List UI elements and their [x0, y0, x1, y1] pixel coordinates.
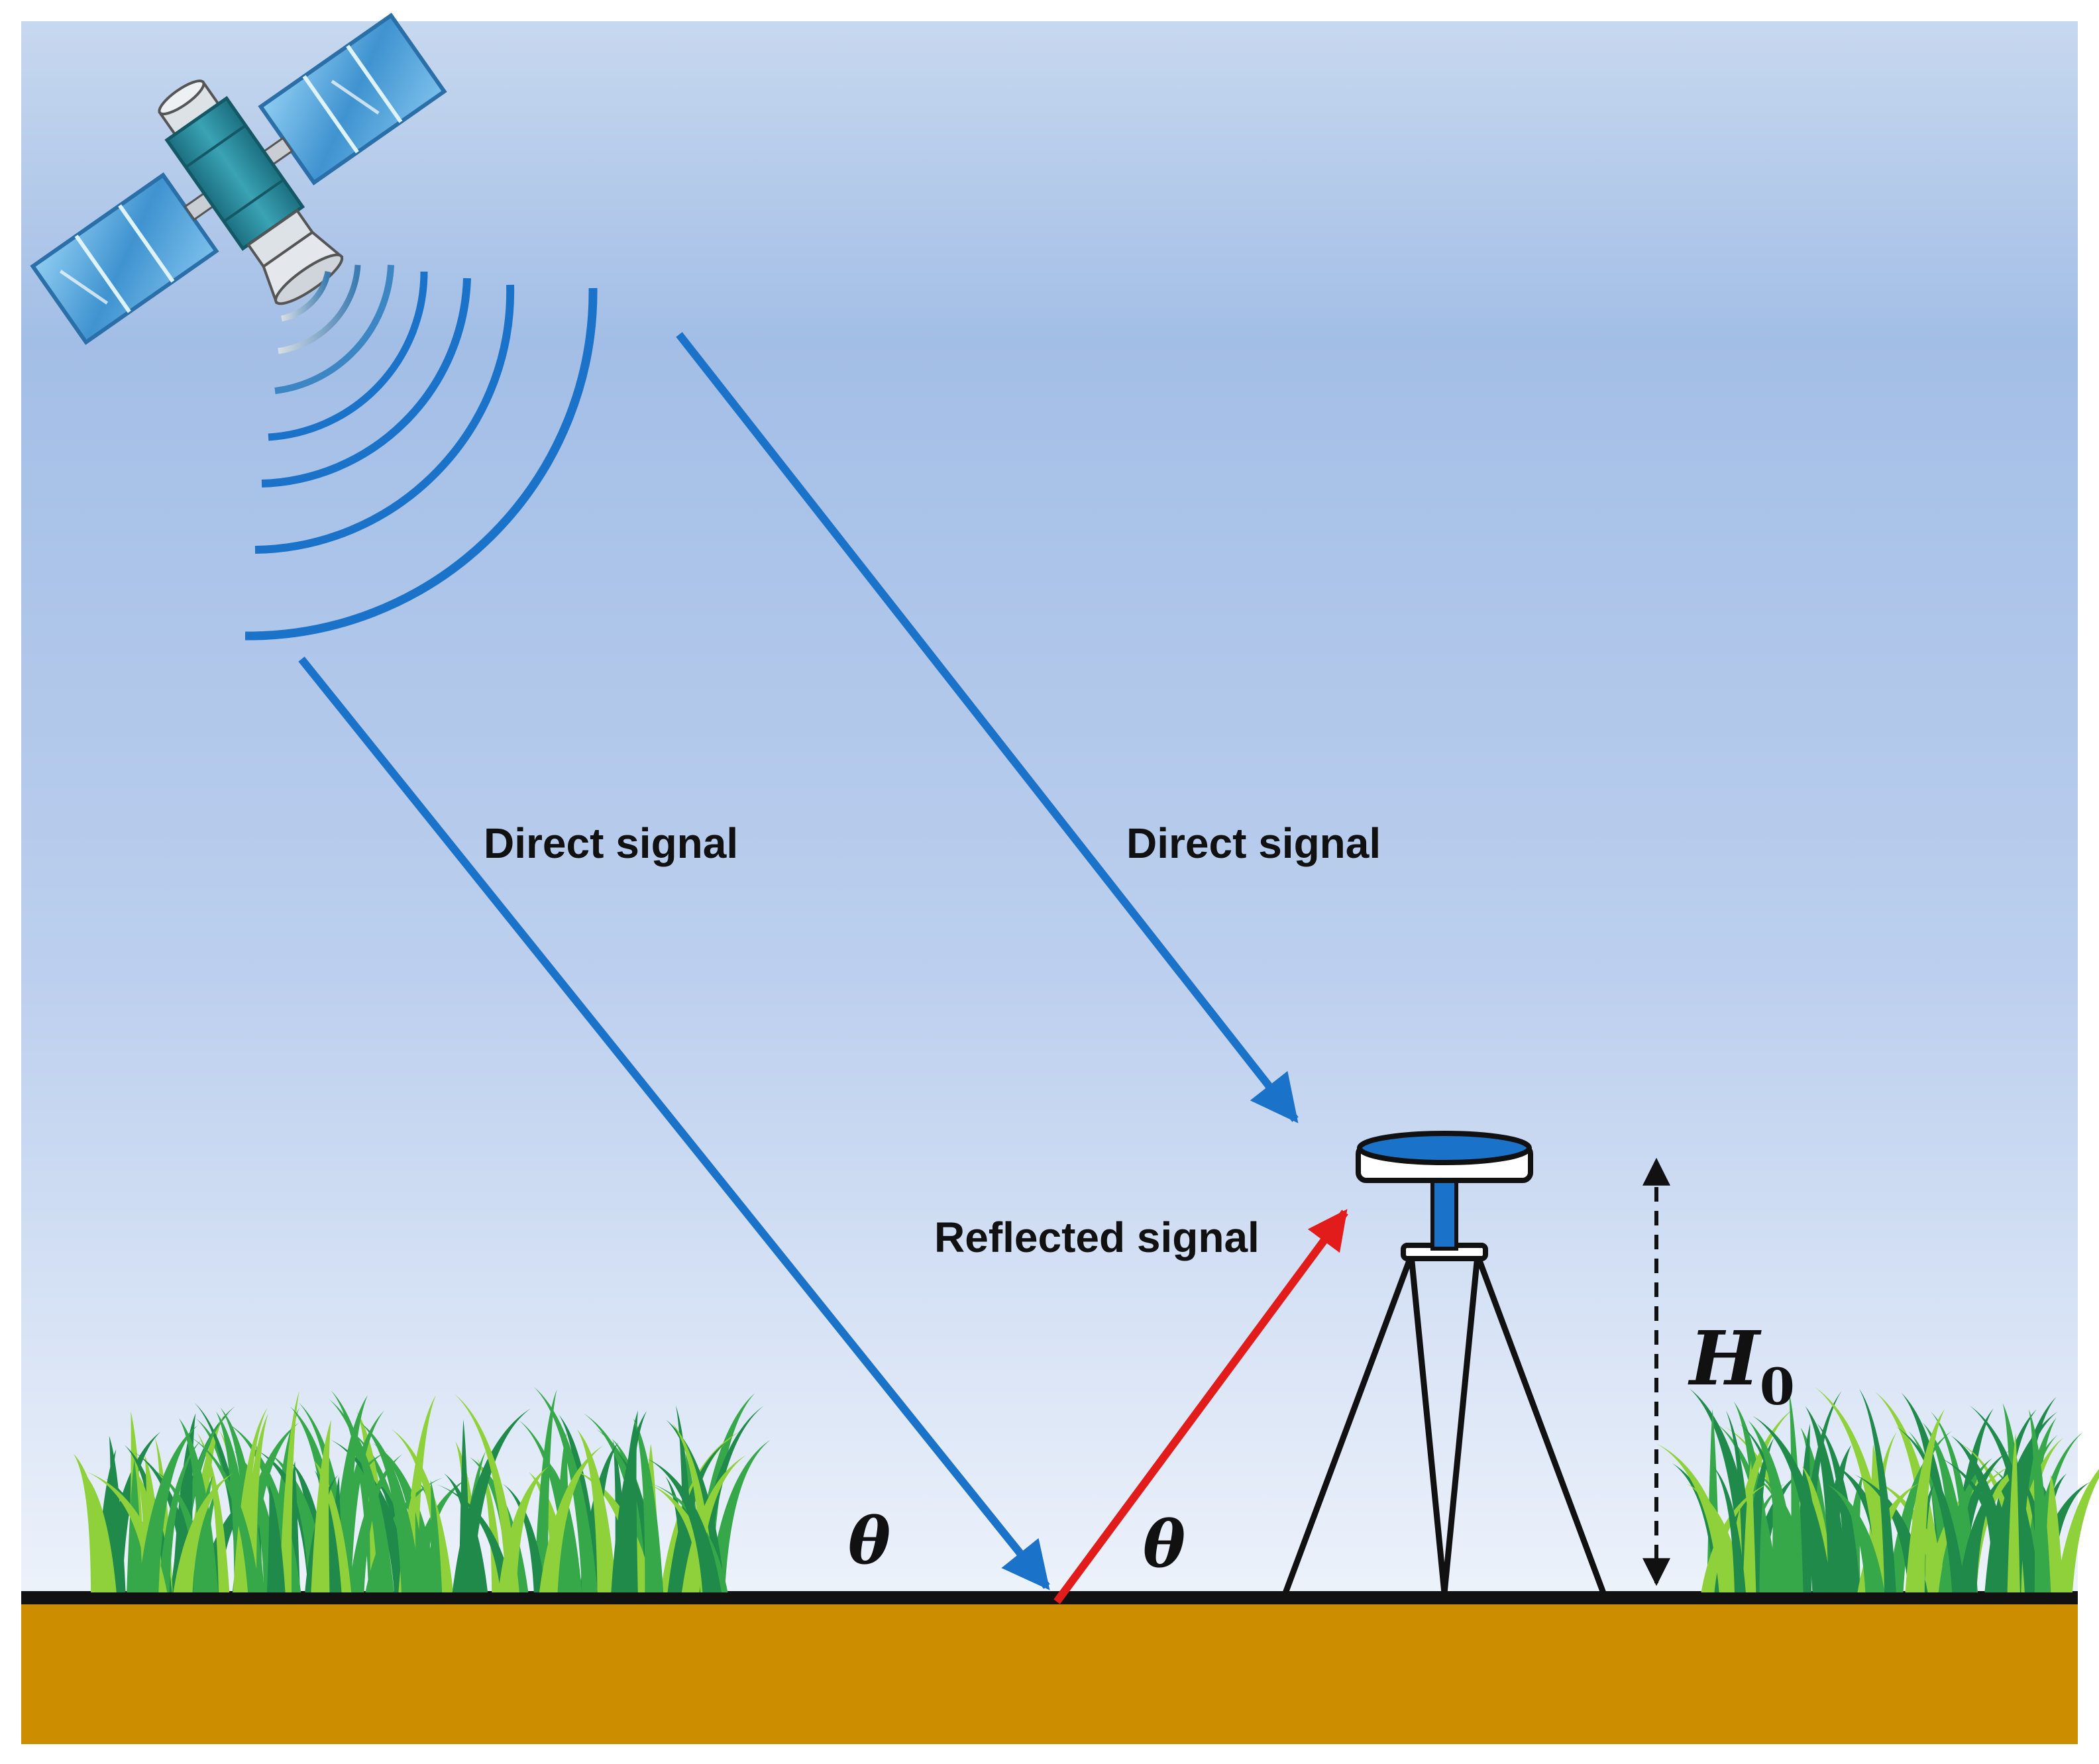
grass-blade [109, 1435, 126, 1592]
grass-icon-left [73, 1386, 771, 1592]
grass-blade [1896, 1426, 1966, 1592]
grass-blade [533, 1389, 557, 1592]
grass-blade [266, 1484, 286, 1592]
grass-blade [611, 1410, 647, 1592]
grass-blade [1957, 1474, 2008, 1592]
grass-blade [1930, 1411, 1978, 1592]
grass-blade [360, 1422, 422, 1592]
grass-blade [311, 1420, 332, 1592]
wave-arc-2 [278, 264, 361, 354]
grass-blade [233, 1407, 268, 1592]
grass-blade [197, 1432, 230, 1592]
direct-signal-label-right: Direct signal [1126, 819, 1381, 867]
grass-blade [454, 1394, 519, 1592]
grass-blade [173, 1473, 234, 1592]
grass-blade [2028, 1409, 2051, 1592]
gnss-receiver-antenna-icon [1282, 1131, 1607, 1596]
wave-arc-1 [280, 271, 331, 322]
grass-blade [1701, 1482, 1772, 1592]
grass-blade [1752, 1416, 1833, 1592]
grass-blade [1827, 1484, 1885, 1592]
reflected-signal-ray [1053, 1209, 1348, 1604]
wave-arc-6 [254, 284, 515, 554]
grass-blade [665, 1476, 693, 1592]
grass-blade [651, 1483, 728, 1592]
grass-blade [178, 1418, 219, 1592]
wave-arc-5 [261, 278, 471, 488]
grass-blade [1858, 1388, 1896, 1592]
antenna-height-subscript: 0 [1760, 1357, 1795, 1416]
signal-waves [244, 264, 598, 641]
grass-blade [1733, 1402, 1774, 1592]
grass-blade [1805, 1406, 1849, 1592]
grass-blade [1905, 1409, 1945, 1592]
grass-blade [73, 1453, 111, 1592]
grass-blade [533, 1386, 598, 1592]
direct-signal-ray-left [298, 656, 1050, 1590]
wave-arc-3 [274, 264, 394, 394]
reflected-signal-label: Reflected signal [934, 1214, 1260, 1261]
grass-blade [1817, 1423, 1860, 1592]
grass-blade [1748, 1420, 1800, 1592]
incident-angle-label: θ [848, 1504, 890, 1579]
grass-blade [330, 1439, 411, 1592]
grass-blade [138, 1425, 198, 1592]
wave-arc-4 [268, 271, 428, 441]
reflected-angle-label: θ [1143, 1507, 1185, 1582]
antenna-height-label: H0 [1688, 1316, 1795, 1416]
grass-blade [158, 1439, 201, 1592]
grass-blade [329, 1399, 394, 1592]
grass-blade [576, 1429, 617, 1592]
grass-blade [444, 1473, 488, 1592]
grass-blade [633, 1418, 664, 1592]
grass-blade [539, 1445, 604, 1592]
grass-blade [190, 1437, 260, 1592]
ground-line [21, 1591, 2078, 1604]
grass-blade [1713, 1466, 1746, 1592]
grass-blade [1925, 1466, 2000, 1592]
grass-blade [1868, 1477, 1949, 1592]
grass-blade [429, 1480, 443, 1592]
grass-blade [452, 1408, 531, 1592]
wave-arc-8 [244, 287, 598, 641]
grass-blade [198, 1480, 274, 1592]
direct-signal-ray-right [676, 332, 1299, 1123]
antenna-height-symbol: H [1688, 1316, 1762, 1402]
satellite-icon [30, 13, 447, 345]
grass-icon-right [1656, 1386, 2099, 1592]
grass-blade [349, 1454, 403, 1592]
grass-blade [2055, 1469, 2099, 1592]
grass-blade [1656, 1443, 1736, 1592]
grass-blade [279, 1390, 299, 1592]
grass-blade [502, 1483, 546, 1592]
grass-blade [647, 1459, 722, 1592]
direct-signal-label-left: Direct signal [484, 819, 738, 867]
grass-blade [2007, 1432, 2020, 1592]
grass-blade [550, 1464, 582, 1592]
grass-blade [708, 1439, 771, 1592]
ground-soil [21, 1600, 2078, 1744]
grass-blade [1969, 1405, 2041, 1592]
grass-blade [1743, 1461, 1756, 1592]
sky-background [21, 21, 2078, 1611]
